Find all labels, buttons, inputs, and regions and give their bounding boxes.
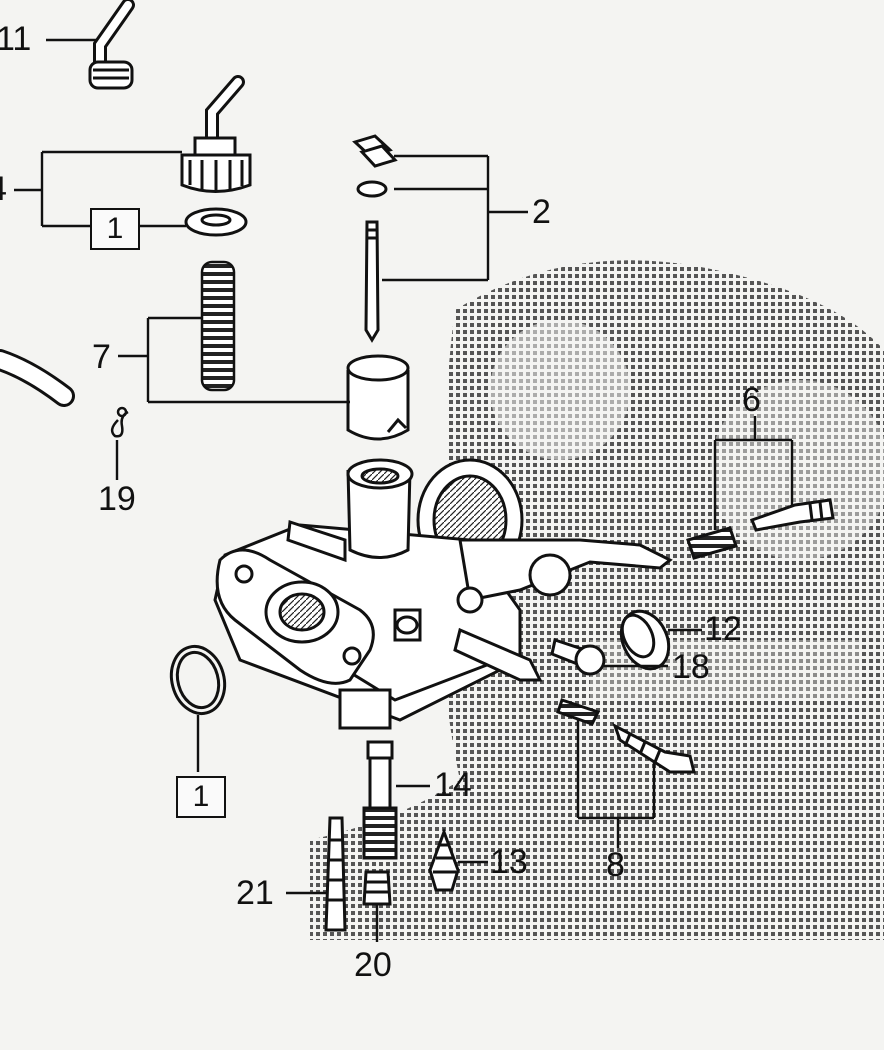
part-carburetor-body (213, 458, 673, 730)
callout-1-top: 1 (90, 208, 140, 250)
callout-7: 7 (92, 338, 111, 376)
part-screw-18 (550, 638, 606, 676)
part-needle-jet-14 (362, 740, 398, 860)
callout-12: 12 (704, 610, 742, 648)
part-o-ring-1 (169, 644, 227, 716)
callout-4: 4 (0, 172, 7, 206)
callout-18: 18 (672, 648, 710, 686)
part-screw-set-6 (686, 498, 835, 560)
part-throttle-valve (346, 354, 410, 441)
part-main-jet-13 (428, 827, 460, 892)
part-cap-12 (619, 609, 671, 671)
part-jet-holder-20 (362, 870, 392, 906)
callout-2: 2 (532, 193, 551, 231)
part-fuel-hose-11 (88, 0, 135, 90)
part-needle-set-2 (352, 134, 398, 343)
part-screw-21 (324, 816, 347, 932)
leader-lines (14, 38, 794, 942)
callout-19: 19 (98, 480, 136, 518)
callout-20: 20 (354, 946, 392, 984)
part-hose-left (0, 349, 75, 407)
callout-6: 6 (742, 381, 761, 419)
part-spring-7 (200, 260, 236, 392)
callout-14: 14 (434, 766, 472, 804)
part-pilot-screw-8 (556, 698, 696, 774)
callout-21: 21 (236, 874, 274, 912)
callout-13: 13 (490, 843, 528, 881)
callout-1-bottom: 1 (176, 776, 226, 818)
part-clip-19 (110, 406, 129, 438)
callout-8: 8 (606, 846, 625, 884)
part-cable-nut-4 (180, 75, 252, 237)
callout-11: 11 (0, 20, 32, 58)
